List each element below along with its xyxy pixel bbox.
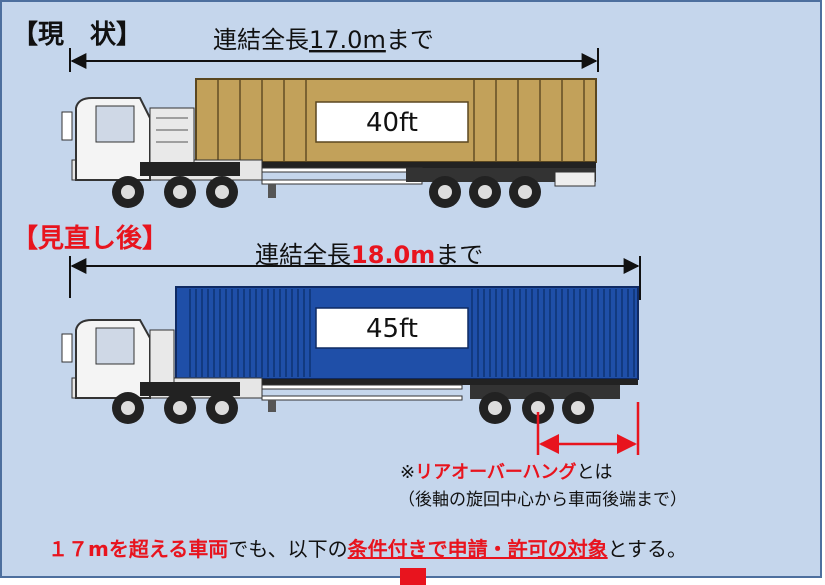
tractor-40ft: [61, 97, 263, 181]
overhang-definition: （後軸の旋回中心から車両後端まで）: [398, 490, 687, 510]
tractor-45ft: [61, 319, 263, 399]
container-45ft-ribs: [189, 289, 635, 377]
footer-part1: １７mを超える車両: [48, 537, 228, 561]
chassis-40ft: [196, 162, 596, 198]
red-marker: [400, 568, 426, 585]
container-40ft: 40ft: [195, 78, 597, 163]
footer-part2: でも、以下の: [228, 537, 347, 561]
overhang-term: リアオーバーハング: [415, 461, 576, 483]
tractor-45ft-wheels: [112, 392, 238, 424]
current-length-label: 連結全長17.0mまで: [213, 26, 434, 54]
revised-length-label: 連結全長18.0mまで: [255, 241, 483, 269]
current-length-value: 17.0m: [309, 26, 386, 54]
overhang-note: ※リアオーバーハングとは: [400, 461, 613, 483]
footer-part4: とする。: [608, 537, 687, 561]
revised-length-suffix: まで: [435, 241, 483, 269]
container-45ft-label: 45ft: [366, 314, 418, 344]
overhang-suffix: とは: [577, 462, 613, 483]
footer-part3: 条件付きで申請・許可の対象: [348, 537, 608, 561]
trailer-40ft-wheels: [429, 176, 541, 208]
tractor-40ft-wheels: [112, 176, 238, 208]
current-length-prefix: 連結全長: [213, 26, 309, 54]
overhang-mark: ※: [400, 462, 415, 483]
container-45ft: 45ft: [175, 286, 639, 380]
footer-text: １７mを超える車両でも、以下の条件付きで申請・許可の対象とする。: [48, 537, 687, 561]
container-40ft-label: 40ft: [366, 108, 418, 138]
current-heading: 【現 状】: [12, 20, 142, 50]
revised-length-value: 18.0m: [351, 241, 435, 269]
trailer-45ft-wheels: [479, 392, 594, 424]
revised-heading: 【見直し後】: [12, 223, 168, 254]
current-length-suffix: まで: [386, 26, 434, 54]
revised-length-prefix: 連結全長: [255, 241, 351, 269]
